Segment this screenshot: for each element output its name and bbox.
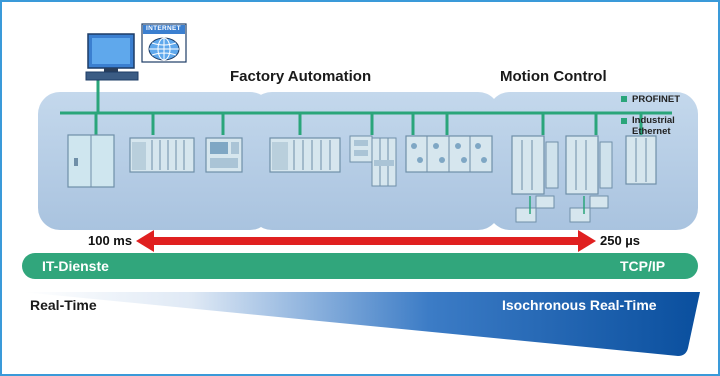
device-io-module-a xyxy=(349,135,373,163)
device-hmi-panel xyxy=(205,137,243,173)
section-title-factory-automation: Factory Automation xyxy=(230,68,372,85)
device-drive-c xyxy=(625,135,657,185)
it-bar-left-label: IT-Dienste xyxy=(42,258,109,274)
profinet-network xyxy=(60,80,672,135)
legend-profinet-swatch xyxy=(621,96,627,102)
legend-profinet-label: PROFINET xyxy=(632,94,681,105)
device-server-cabinet xyxy=(67,134,115,188)
device-controller-rack xyxy=(129,137,195,173)
device-distributed-io xyxy=(405,135,493,173)
realtime-left-label: Real-Time xyxy=(30,297,97,313)
computer-icon xyxy=(85,33,139,81)
device-motor-b xyxy=(569,195,609,223)
device-drive-a xyxy=(511,135,559,195)
legend-industrial-ethernet-label: Industrial Ethernet xyxy=(632,115,675,137)
internet-globe-icon xyxy=(141,23,187,63)
realtime-right-label: Isochronous Real-Time xyxy=(502,297,657,313)
timing-right-label: 250 µs xyxy=(600,233,641,248)
timing-double-arrow xyxy=(136,230,596,252)
section-title-motion-control: Motion Control xyxy=(500,68,607,85)
timing-left-label: 100 ms xyxy=(88,233,133,248)
legend-ethernet-swatch xyxy=(621,118,627,124)
device-motor-a xyxy=(515,195,555,223)
device-io-module-b xyxy=(371,137,397,187)
it-bar-right-label: TCP/IP xyxy=(620,258,666,274)
internet-label: INTERNET xyxy=(146,25,181,32)
device-plc-rack xyxy=(269,137,341,173)
device-drive-b xyxy=(565,135,613,195)
realtime-wedge xyxy=(22,292,700,356)
it-services-bar xyxy=(22,253,698,279)
